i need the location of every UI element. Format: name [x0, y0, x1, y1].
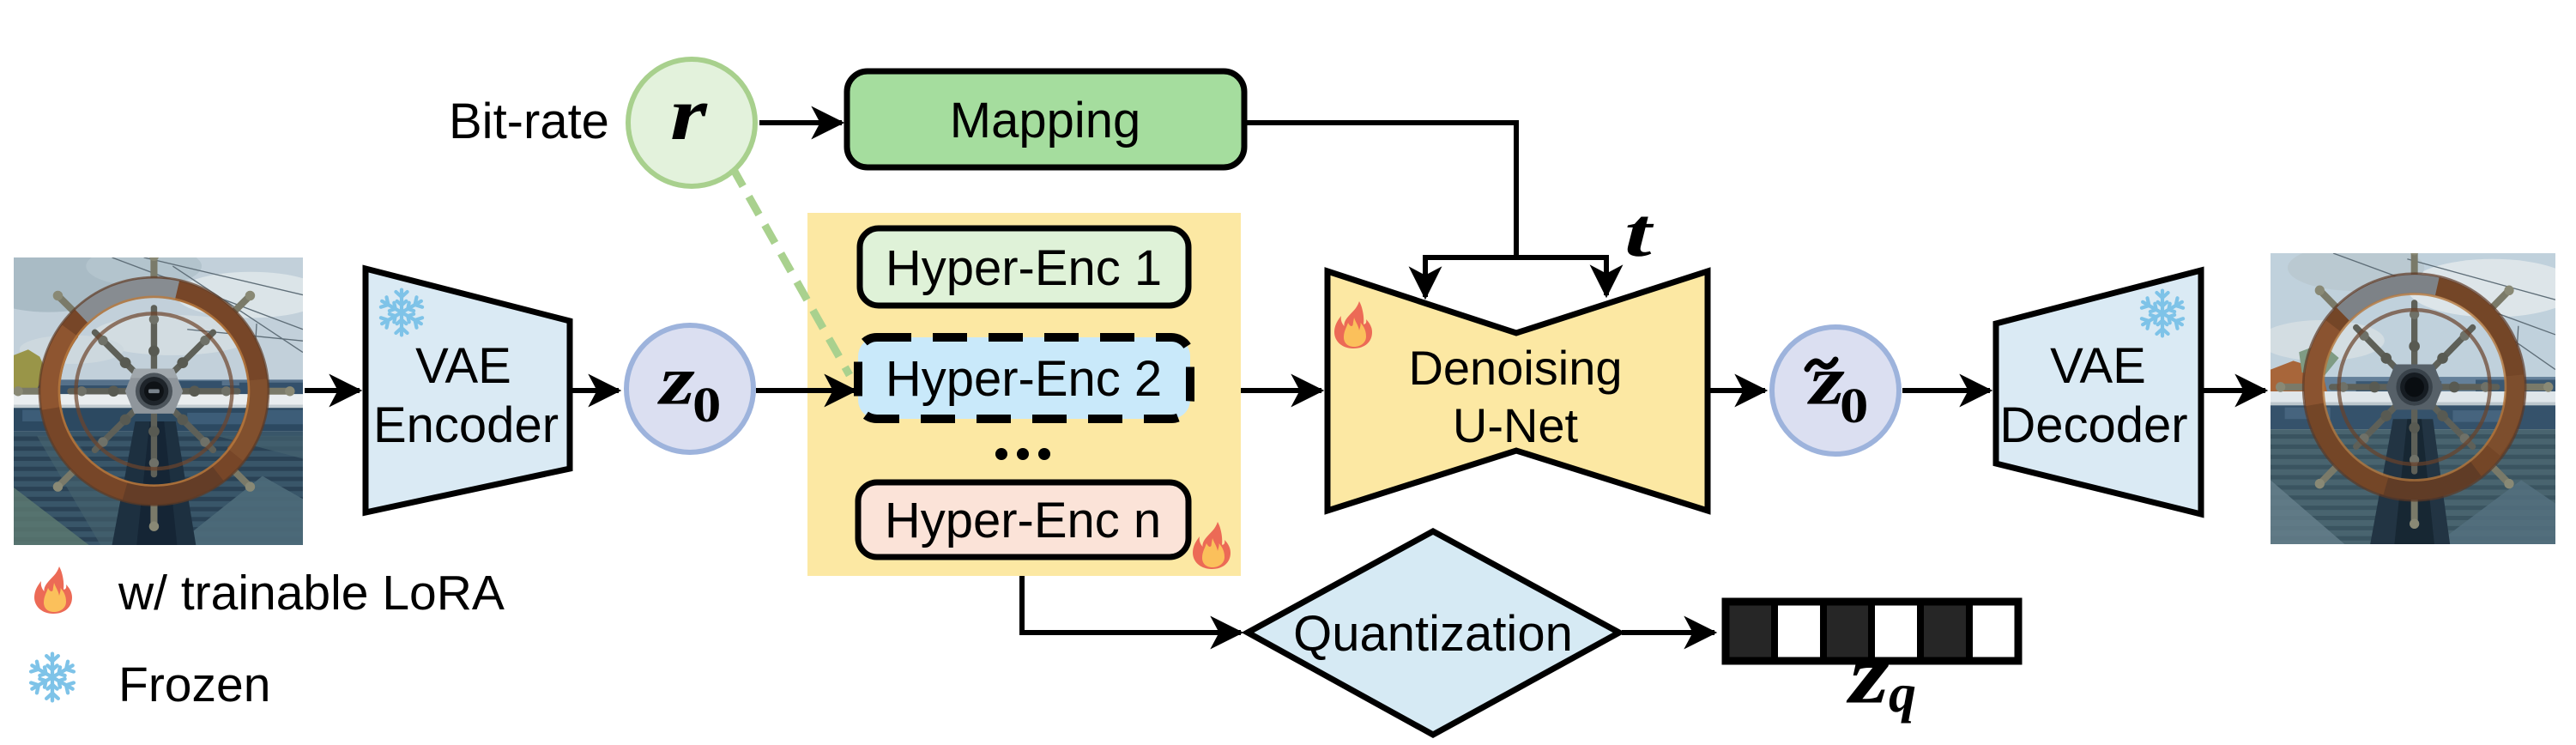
- svg-text:t: t: [1624, 195, 1654, 271]
- svg-text:q: q: [1889, 663, 1916, 724]
- svg-text:z: z: [1846, 628, 1890, 721]
- svg-text:VAE: VAE: [2050, 338, 2146, 394]
- svg-text:0: 0: [1840, 378, 1868, 433]
- svg-text:Denoising: Denoising: [1408, 341, 1622, 395]
- svg-text:0: 0: [692, 377, 721, 433]
- svg-text:Hyper-Enc 1: Hyper-Enc 1: [886, 240, 1162, 296]
- svg-text:w/ trainable LoRA: w/ trainable LoRA: [118, 566, 505, 621]
- svg-text:VAE: VAE: [415, 338, 511, 394]
- svg-text:r: r: [670, 71, 708, 155]
- svg-text:z: z: [657, 342, 696, 420]
- svg-text:Hyper-Enc n: Hyper-Enc n: [885, 493, 1161, 548]
- svg-text:Quantization: Quantization: [1293, 606, 1573, 662]
- svg-text:Bit-rate: Bit-rate: [449, 94, 609, 149]
- svg-text:Hyper-Enc 2: Hyper-Enc 2: [886, 351, 1162, 407]
- svg-text:Encoder: Encoder: [373, 397, 559, 453]
- svg-text:z: z: [1807, 342, 1846, 420]
- svg-text:Frozen: Frozen: [118, 657, 270, 712]
- svg-text:Mapping: Mapping: [950, 93, 1140, 148]
- svg-text:Decoder: Decoder: [1999, 397, 2187, 453]
- svg-text:U-Net: U-Net: [1453, 398, 1579, 452]
